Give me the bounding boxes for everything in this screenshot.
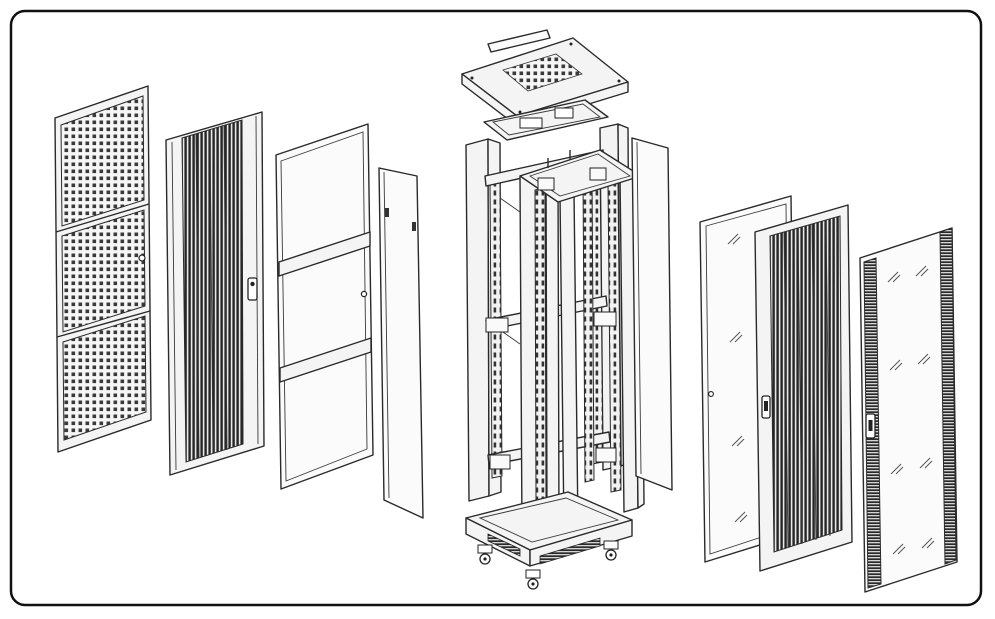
- side-panel-left: [378, 167, 424, 519]
- solid-panel-door: [275, 123, 374, 490]
- caster-wheel-icon: [525, 569, 541, 590]
- door-handle-icon: [865, 413, 876, 439]
- door-handle-icon: [761, 395, 771, 419]
- glass-rear-door: [859, 227, 958, 593]
- door-lock-icon: [708, 391, 714, 397]
- perforated-front-door: [54, 85, 152, 453]
- caster-wheel-icon: [603, 540, 619, 561]
- rack-frame: [465, 123, 645, 535]
- top-cover: [461, 29, 629, 141]
- caster-wheel-icon: [477, 544, 493, 565]
- door-lock-icon: [138, 254, 146, 262]
- base-with-casters: [465, 491, 633, 590]
- side-panel-right: [631, 137, 673, 491]
- door-lock-icon: [360, 290, 368, 298]
- vented-front-door: [165, 111, 265, 476]
- door-handle-icon: [247, 277, 258, 301]
- vented-rear-door: [754, 204, 853, 572]
